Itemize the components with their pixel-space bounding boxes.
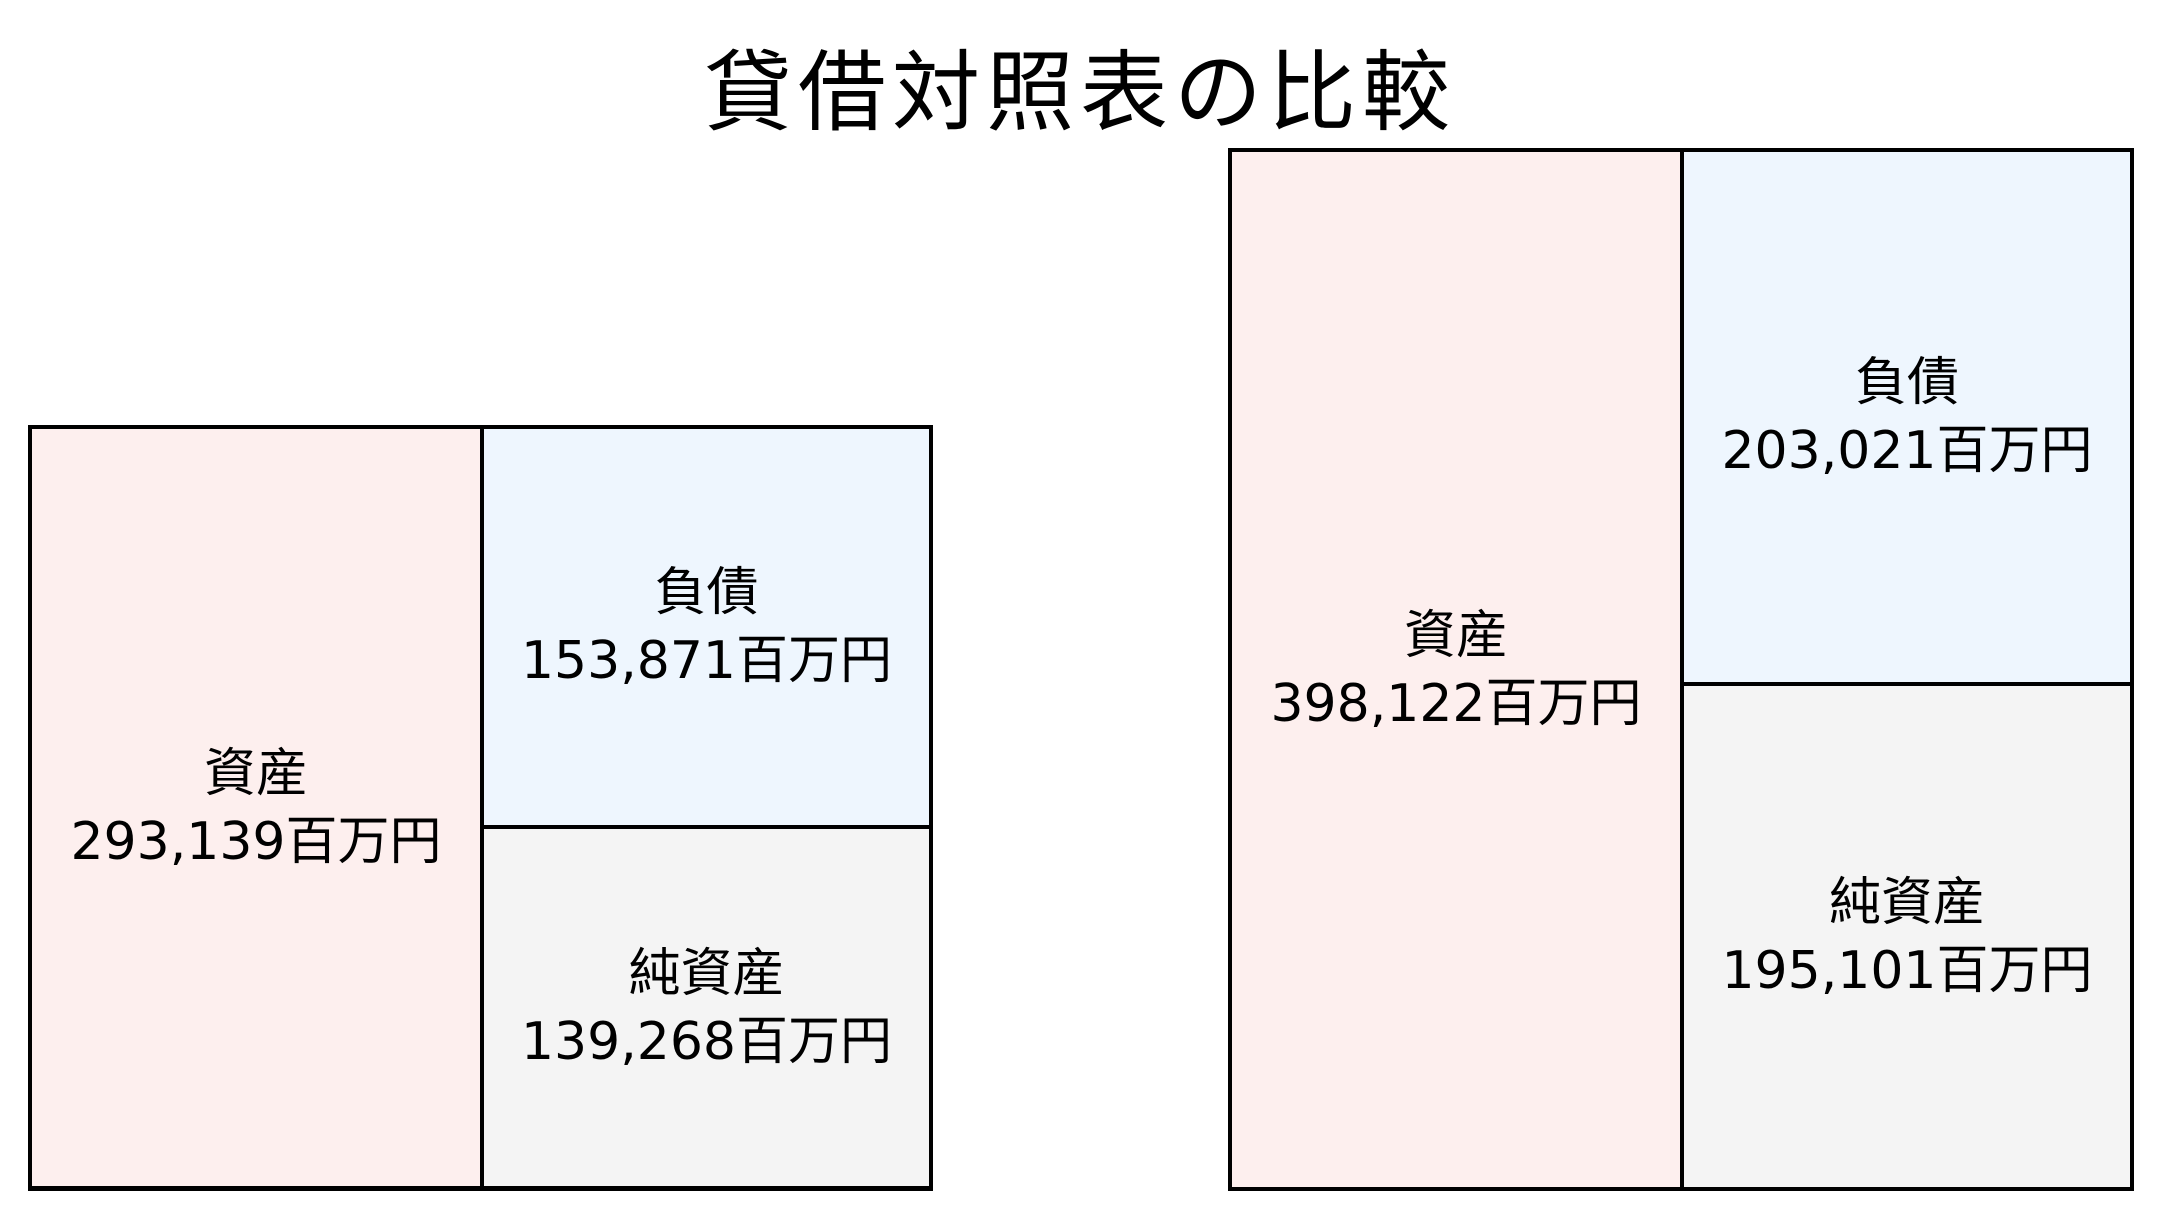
- right-liabilities-label: 負債: [1854, 353, 1959, 413]
- right-top-rule: [1228, 148, 2134, 152]
- left-bottom-rule: [28, 1186, 933, 1190]
- left-assets-label: 資産: [203, 744, 308, 804]
- right-net-assets-box: 純資産 195,101百万円: [1680, 682, 2134, 1191]
- left-liabilities-value: 153,871百万円: [520, 631, 893, 691]
- right-assets-label: 資産: [1403, 605, 1508, 666]
- chart-title: 貸借対照表の比較: [703, 41, 1456, 144]
- right-assets-box: 資産 398,122百万円: [1228, 148, 1684, 1191]
- left-net-assets-value: 139,268百万円: [520, 1012, 893, 1072]
- left-liabilities-box: 負債 153,871百万円: [480, 425, 933, 829]
- right-assets-value: 398,122百万円: [1270, 673, 1642, 734]
- right-liabilities-value: 203,021百万円: [1721, 421, 2093, 481]
- right-net-assets-value: 195,101百万円: [1721, 940, 2093, 1001]
- left-net-assets-label: 純資産: [628, 944, 785, 1004]
- left-assets-value: 293,139百万円: [70, 812, 442, 872]
- right-liabilities-box: 負債 203,021百万円: [1680, 148, 2134, 686]
- left-net-assets-box: 純資産 139,268百万円: [480, 825, 933, 1191]
- left-assets-box: 資産 293,139百万円: [28, 425, 484, 1191]
- left-liabilities-label: 負債: [654, 563, 759, 623]
- right-net-assets-label: 純資産: [1828, 872, 1985, 933]
